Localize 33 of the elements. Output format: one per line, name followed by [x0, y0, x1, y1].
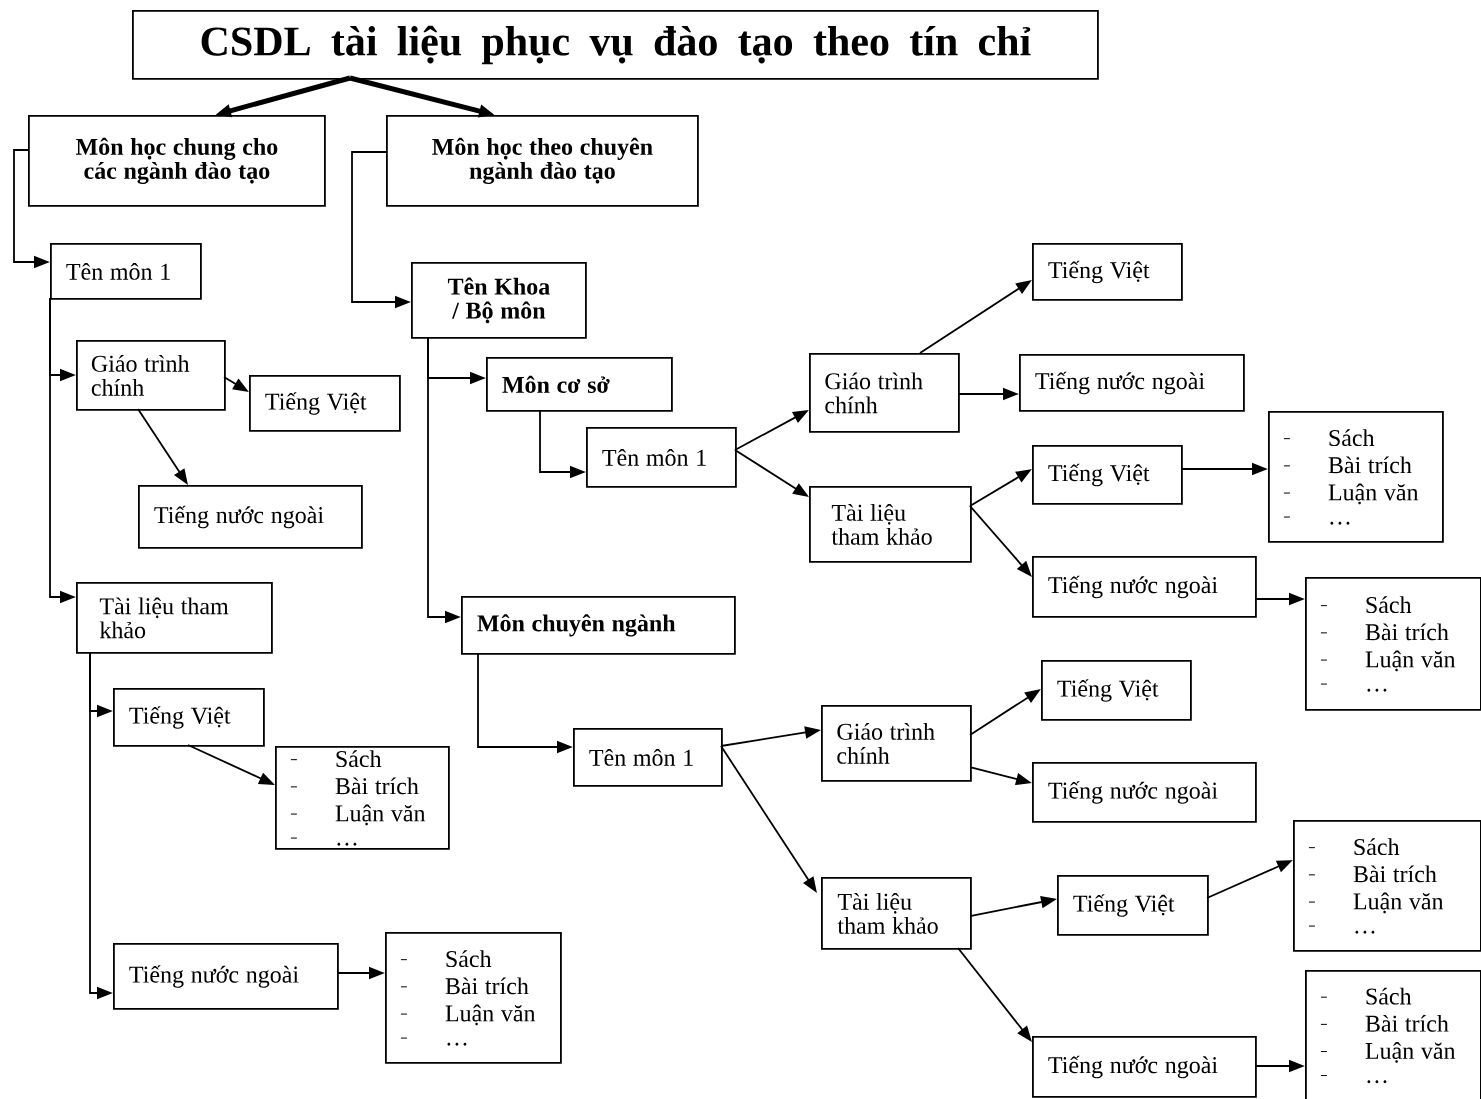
text-box: Tên môn 1 [50, 243, 202, 300]
text-box: Tiếng nước ngoài [138, 485, 363, 549]
text-box: Môn học chung cho các ngành đào tạo [28, 115, 326, 207]
text-box: Giáo trình chính [809, 353, 960, 433]
text-box: Tiếng Việt [1041, 660, 1192, 721]
title-box: CSDL tài liệu phục vụ đào tạo theo tín chỉ [132, 10, 1099, 80]
text-box: Tiếng nước ngoài [113, 943, 339, 1010]
text-box: Tiếng nước ngoài [1019, 354, 1245, 412]
text-box: Môn cơ sở [486, 357, 673, 412]
text-box: Tiếng Việt [1057, 875, 1209, 936]
text-box: Tiếng Việt [1032, 243, 1183, 301]
text-box: Tài liệu tham khảo [76, 582, 273, 654]
list-box: Sách Bài trích Luận văn … [1305, 577, 1481, 711]
text-box: Tiếng Việt [1032, 445, 1183, 505]
text-box: Môn học theo chuyên ngành đào tạo [386, 115, 699, 207]
text-box: Tiếng nước ngoài [1032, 1036, 1257, 1098]
text-box: Tiếng nước ngoài [1032, 762, 1257, 823]
list-box: Sách Bài trích Luận văn … [275, 746, 450, 850]
text-box: Tiếng nước ngoài [1032, 556, 1257, 618]
list-box: Sách Bài trích Luận văn … [1293, 820, 1481, 952]
text-box: Môn chuyên ngành [461, 596, 736, 655]
list-box: Sách Bài trích Luận văn … [1268, 411, 1444, 543]
list-box: Sách Bài trích Luận văn … [1305, 970, 1481, 1099]
text-box: Tên môn 1 [573, 728, 723, 787]
list-box: Sách Bài trích Luận văn … [385, 932, 562, 1064]
text-box: Tiếng Việt [113, 688, 265, 747]
text-box: Tài liệu tham khảo [809, 486, 972, 563]
text-box: Tiếng Việt [249, 375, 401, 432]
text-box: Giáo trình chính [821, 705, 972, 782]
text-box: Tài liệu tham khảo [821, 877, 972, 950]
text-box: Giáo trình chính [76, 340, 226, 411]
text-box: Tên Khoa / Bộ môn [411, 262, 587, 339]
text-box: Tên môn 1 [586, 427, 737, 488]
